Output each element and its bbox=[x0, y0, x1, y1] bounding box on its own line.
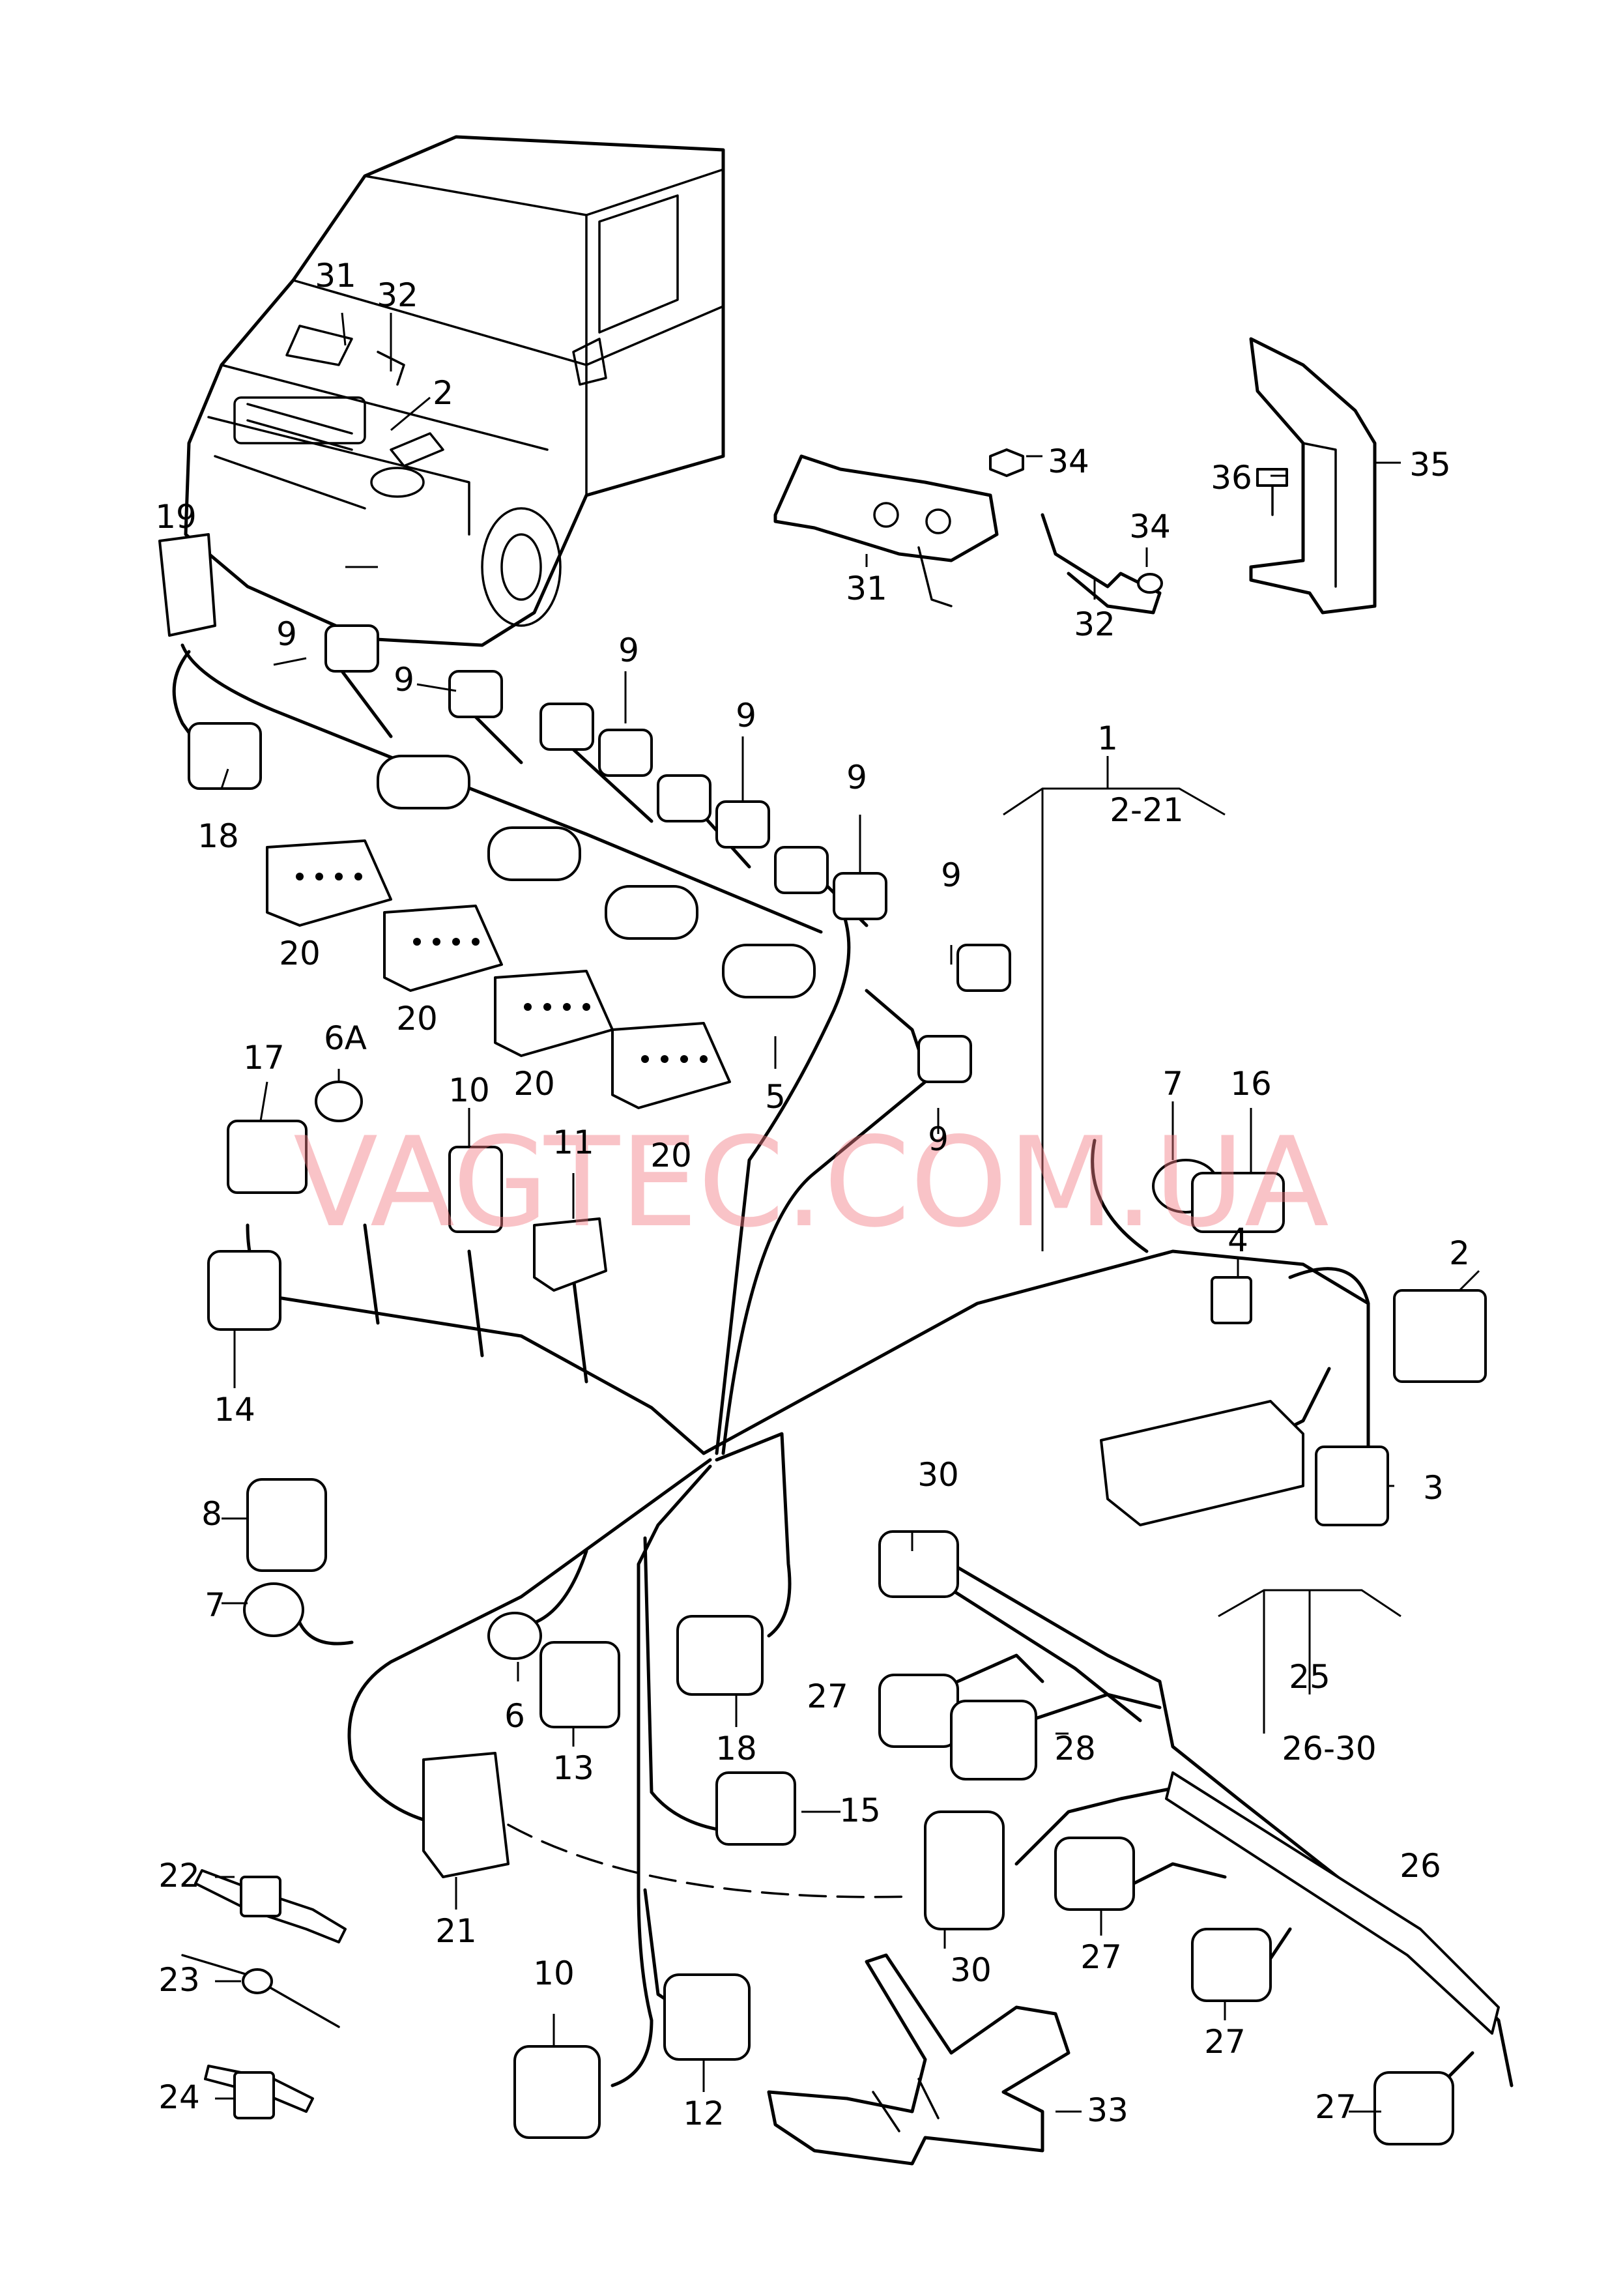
callout-3: 3 bbox=[1423, 1469, 1444, 1507]
callout-26: 26 bbox=[1400, 1847, 1441, 1885]
callout-15: 15 bbox=[839, 1792, 881, 1829]
callout-18-top: 18 bbox=[197, 817, 239, 855]
callout-22: 22 bbox=[158, 1857, 200, 1895]
upper-connectors bbox=[158, 533, 1011, 1109]
callout-30-top: 30 bbox=[917, 1456, 959, 1494]
callout-10-bottom: 10 bbox=[533, 1955, 575, 1992]
callout-32-car: 32 bbox=[377, 276, 418, 314]
middle-connectors bbox=[207, 1081, 1487, 1526]
callout-9g: 9 bbox=[928, 1120, 949, 1158]
callout-2-connector: 2 bbox=[1449, 1234, 1470, 1272]
callout-24: 24 bbox=[158, 2078, 200, 2116]
leader-lines bbox=[215, 312, 1480, 2113]
callout-6a: 6A bbox=[324, 1019, 367, 1057]
callout-4: 4 bbox=[1228, 1221, 1248, 1259]
callout-20a: 20 bbox=[279, 935, 321, 972]
callout-7-top: 7 bbox=[1162, 1065, 1183, 1103]
callout-13: 13 bbox=[553, 1749, 594, 1787]
callout-8: 8 bbox=[201, 1495, 222, 1533]
callout-9d: 9 bbox=[736, 697, 756, 734]
callout-labels: 1 2-21 2 2 3 4 5 6 6A 7 7 8 9 9 9 9 9 9 … bbox=[155, 257, 1470, 2132]
sub-harness-25 bbox=[878, 1530, 1514, 2145]
callout-27b: 27 bbox=[1080, 1938, 1122, 1976]
lower-connectors bbox=[243, 1478, 796, 2139]
callout-35: 35 bbox=[1409, 446, 1451, 484]
callout-2-21: 2-21 bbox=[1110, 791, 1183, 829]
cable-ties bbox=[181, 1869, 347, 2119]
callout-20d: 20 bbox=[650, 1137, 692, 1174]
callout-2-car: 2 bbox=[433, 374, 453, 412]
callout-12: 12 bbox=[683, 2095, 725, 2132]
callout-30-bottom: 30 bbox=[950, 1951, 992, 1989]
callout-25: 25 bbox=[1289, 1658, 1330, 1696]
callout-21: 21 bbox=[435, 1912, 477, 1950]
nut-34 bbox=[989, 448, 1163, 594]
callout-34-top: 34 bbox=[1048, 443, 1089, 480]
callout-20b: 20 bbox=[396, 1000, 438, 1038]
callout-9f: 9 bbox=[941, 856, 962, 894]
callout-10-top: 10 bbox=[448, 1071, 490, 1109]
callout-19: 19 bbox=[155, 498, 197, 536]
callout-32-bracket: 32 bbox=[1074, 605, 1115, 643]
bracket-35 bbox=[1249, 337, 1377, 615]
bracket-33 bbox=[767, 1953, 1070, 2166]
callout-9a: 9 bbox=[276, 615, 297, 653]
callout-27a: 27 bbox=[807, 1678, 848, 1715]
callout-9e: 9 bbox=[846, 759, 867, 796]
callout-33: 33 bbox=[1087, 2091, 1128, 2129]
callout-31-car: 31 bbox=[315, 257, 356, 295]
callout-9b: 9 bbox=[394, 661, 414, 699]
vehicle-illustration bbox=[184, 135, 725, 647]
callout-14: 14 bbox=[214, 1391, 255, 1429]
bolt-36 bbox=[1256, 468, 1288, 516]
callout-1: 1 bbox=[1097, 719, 1118, 757]
callout-34-right: 34 bbox=[1129, 508, 1171, 545]
callout-23: 23 bbox=[158, 1961, 200, 1999]
callout-17: 17 bbox=[243, 1039, 285, 1077]
callout-28: 28 bbox=[1054, 1730, 1096, 1767]
callout-16: 16 bbox=[1230, 1065, 1272, 1103]
callout-31-bracket: 31 bbox=[846, 570, 887, 607]
callout-26-30: 26-30 bbox=[1282, 1730, 1376, 1767]
callout-9c: 9 bbox=[618, 632, 639, 669]
callout-11: 11 bbox=[553, 1124, 594, 1161]
callout-7-bottom: 7 bbox=[205, 1586, 225, 1624]
callout-27d: 27 bbox=[1315, 2088, 1357, 2126]
callout-18-bottom: 18 bbox=[715, 1730, 757, 1767]
callout-27c: 27 bbox=[1204, 2023, 1246, 2061]
callout-6: 6 bbox=[504, 1697, 525, 1735]
bracket-31 bbox=[773, 454, 999, 607]
callout-5: 5 bbox=[765, 1078, 786, 1116]
callout-20c: 20 bbox=[513, 1065, 555, 1103]
callout-36: 36 bbox=[1211, 459, 1252, 497]
watermark: VAGTEC.COM.UA bbox=[293, 1111, 1329, 1255]
